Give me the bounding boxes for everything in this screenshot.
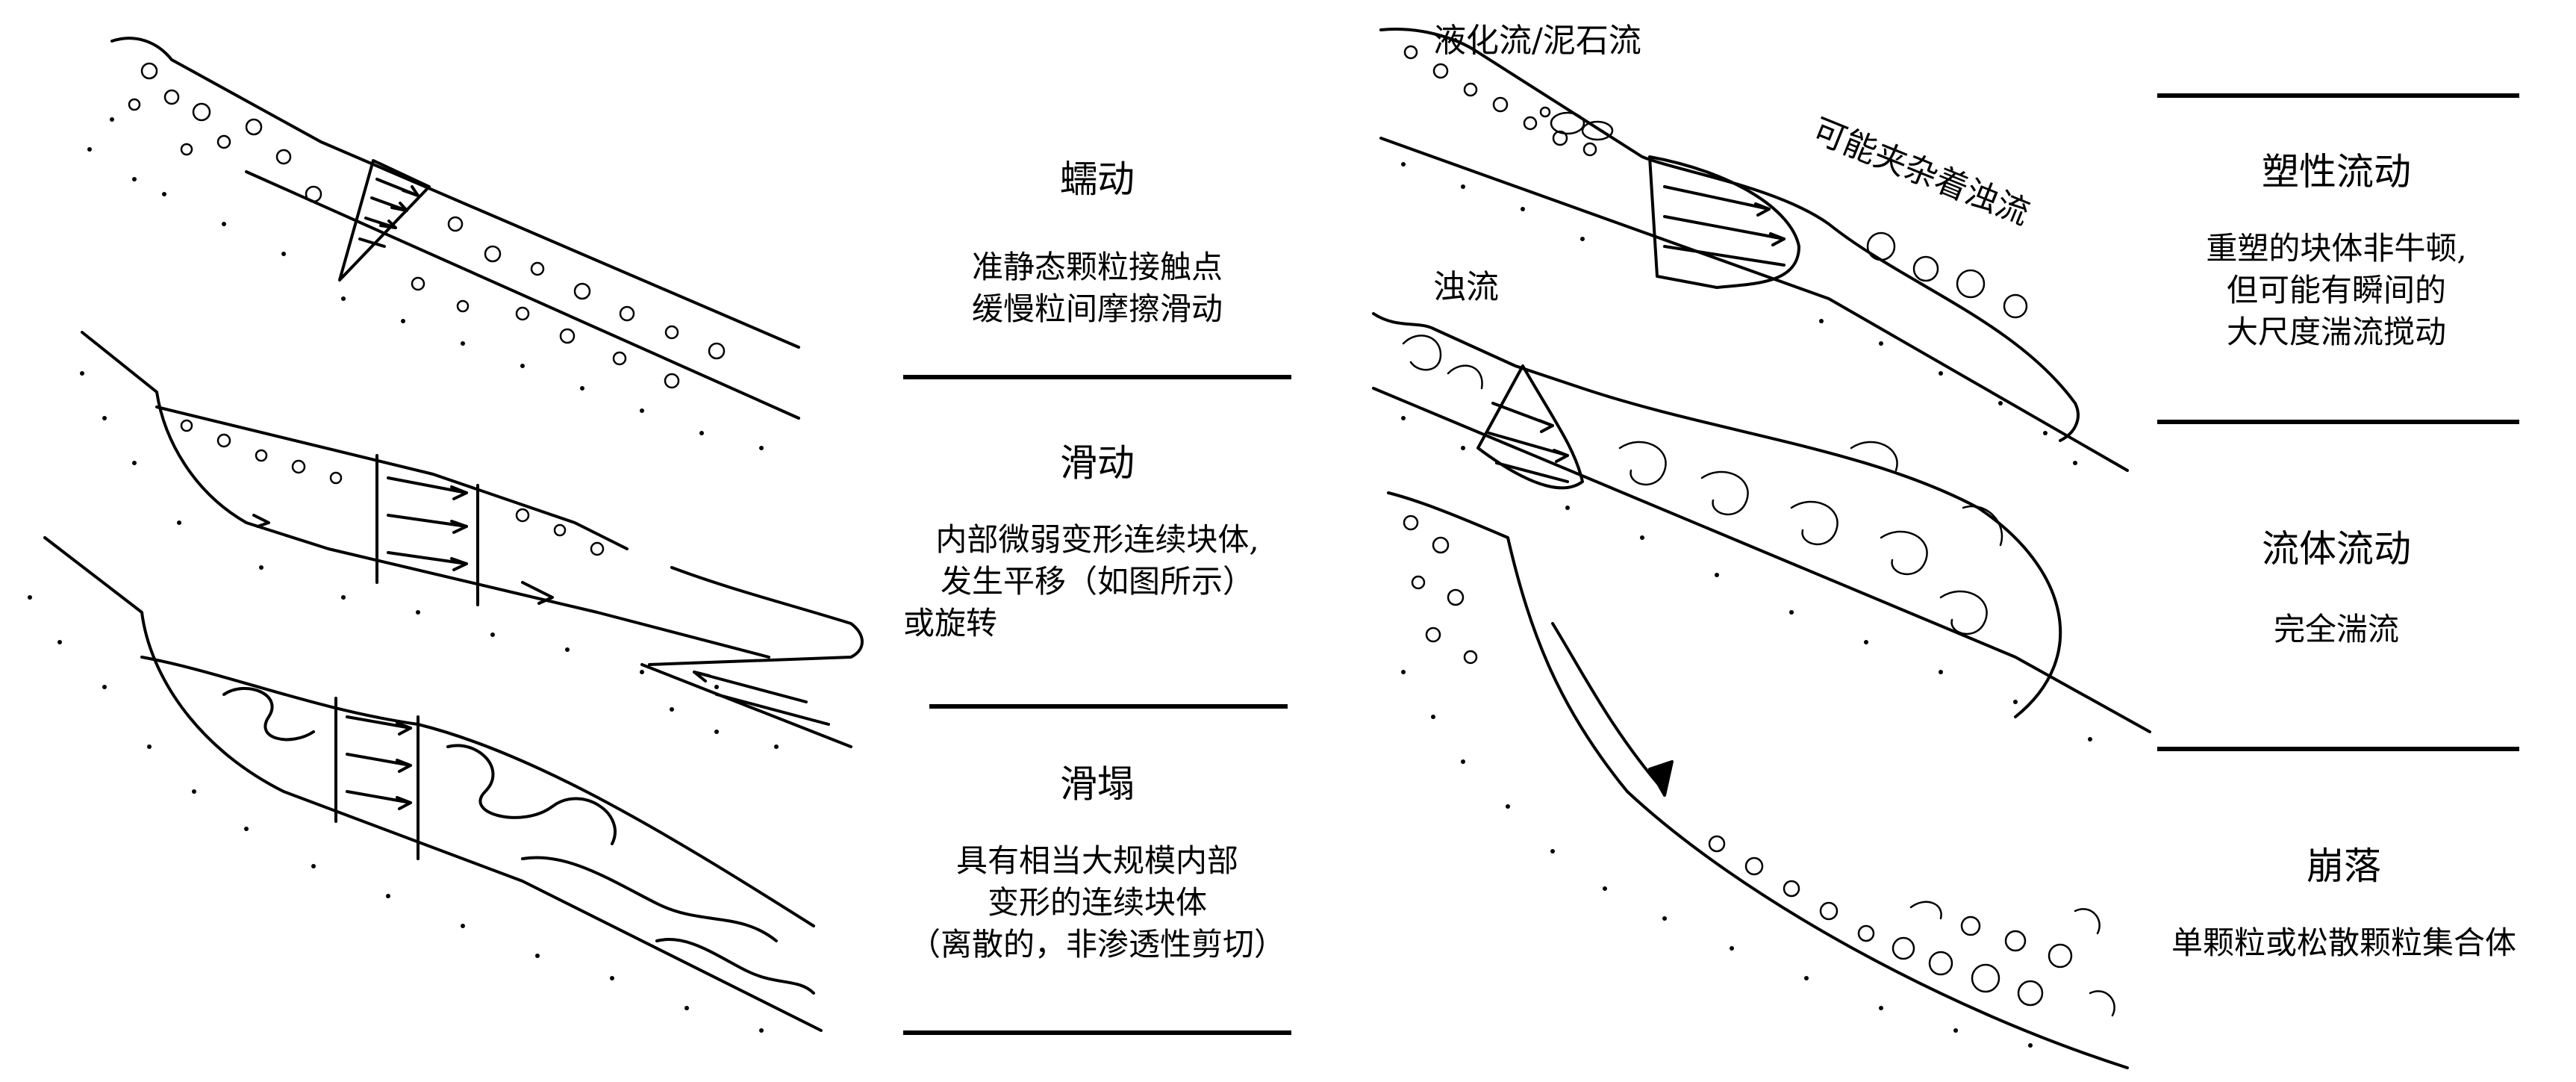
- process-desc: 具有相当大规模内部: [955, 842, 1238, 879]
- process-desc: 变形的连续块体: [987, 884, 1207, 921]
- process-desc: 缓慢粒间摩擦滑动: [971, 290, 1223, 327]
- creep-sketch: [110, 37, 800, 420]
- fall-texture: [1403, 514, 2115, 1017]
- plastic-flow-sketch: [1379, 28, 2129, 472]
- process-title: 蠕动: [1060, 158, 1135, 201]
- creep-texture: [128, 62, 726, 389]
- label-liquefied-flow: 液化流/泥石流: [1433, 22, 1641, 60]
- process-desc: 重塑的块体非牛顿,: [2206, 230, 2467, 267]
- fluid-flow-sketch: [1372, 312, 2151, 733]
- process-title: 滑塌: [1060, 762, 1135, 806]
- process-desc: 或旋转: [903, 605, 998, 641]
- process-plastic-flow: 塑性流动 重塑的块体非牛顿, 但可能有瞬间的 大尺度湍流搅动: [2142, 149, 2530, 353]
- process-desc: 发生平移（如图所示）: [940, 563, 1254, 600]
- divider: [903, 1030, 1291, 1035]
- dotted-texture: [28, 117, 2092, 1048]
- fluid-flow-texture: [1402, 335, 2003, 635]
- plastic-flow-texture: [1403, 45, 2028, 319]
- process-slide: 滑动 内部微弱变形连续块体, 发生平移（如图所示） 或旋转: [903, 441, 1291, 644]
- fall-sketch: [1387, 491, 2129, 1069]
- slump-sketch: [43, 536, 823, 1032]
- process-title: 流体流动: [2262, 527, 2411, 570]
- process-desc: 内部微弱变形连续块体,: [935, 521, 1259, 558]
- process-fluid-flow: 流体流动 完全湍流: [2142, 526, 2530, 650]
- process-title: 塑性流动: [2262, 150, 2411, 193]
- process-title: 滑动: [1060, 441, 1135, 485]
- label-turbidity: 浊流: [1433, 268, 1499, 306]
- process-title: 崩落: [2307, 845, 2381, 888]
- slide-sketch: [81, 331, 770, 659]
- process-desc: （离散的，非渗透性剪切）: [908, 926, 1285, 963]
- process-slump: 滑塌 具有相当大规模内部 变形的连续块体 （离散的，非渗透性剪切）: [888, 762, 1306, 966]
- process-fall: 崩落 单颗粒或松散颗粒集合体: [2135, 844, 2553, 964]
- process-desc: 单颗粒或松散颗粒集合体: [2171, 924, 2516, 961]
- divider: [903, 375, 1291, 379]
- process-desc: 大尺度湍流搅动: [2226, 314, 2446, 350]
- divider: [2157, 420, 2519, 424]
- slide-texture: [180, 419, 605, 556]
- process-desc: 但可能有瞬间的: [2226, 272, 2446, 308]
- process-creep: 蠕动 准静态颗粒接触点 缓慢粒间摩擦滑动: [903, 157, 1291, 330]
- divider: [929, 704, 1288, 709]
- process-desc: 完全湍流: [2273, 611, 2399, 647]
- slump-inset-sketch: [640, 566, 864, 748]
- divider: [2157, 747, 2519, 751]
- divider: [2157, 93, 2519, 98]
- process-desc: 准静态颗粒接触点: [971, 249, 1223, 285]
